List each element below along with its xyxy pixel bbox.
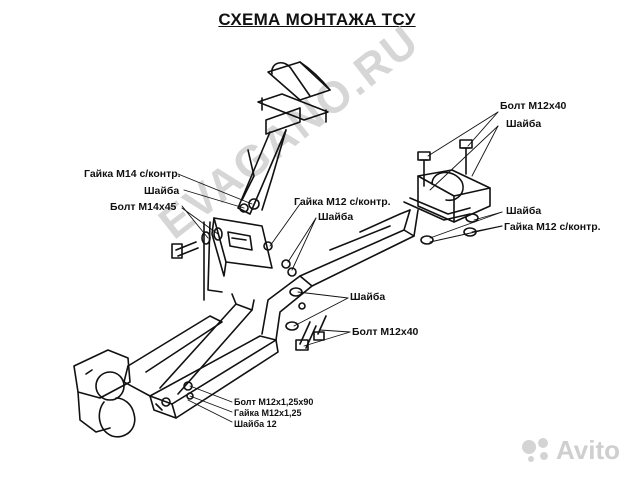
label-bolt-m12x125x90: Болт М12х1,25х90 xyxy=(234,397,314,407)
mount-plate xyxy=(203,217,273,301)
label-nut-m14: Гайка М14 с/контр. xyxy=(84,168,181,180)
avito-logo: Avito xyxy=(521,435,620,466)
upper-left-bracket xyxy=(237,61,331,215)
crossbar xyxy=(123,293,279,419)
label-washer-mid: Шайба xyxy=(318,211,354,223)
label-bolt-m14x45: Болт М14х45 xyxy=(110,201,177,213)
diagram-title: СХЕМА МОНТАЖА ТСУ xyxy=(218,10,416,29)
label-washer-left: Шайба xyxy=(144,185,180,197)
label-washer-lower: Шайба xyxy=(350,291,386,303)
leader-lines xyxy=(177,111,503,423)
label-nut-m12-right: Гайка М12 с/контр. xyxy=(504,221,601,233)
label-washer-top: Шайба xyxy=(506,118,542,130)
avito-dots-icon xyxy=(521,437,552,464)
label-nut-m12-mid: Гайка М12 с/контр. xyxy=(294,196,391,208)
avito-logo-text: Avito xyxy=(555,435,620,465)
main-beam xyxy=(261,209,419,341)
label-bolt-m12x40-top: Болт М12х40 xyxy=(500,100,567,112)
label-washer-right: Шайба xyxy=(506,205,542,217)
label-washer-12: Шайба 12 xyxy=(234,419,277,429)
tow-ball xyxy=(73,349,136,438)
label-nut-m12x125: Гайка М12х1,25 xyxy=(234,408,302,418)
fasteners xyxy=(161,139,479,407)
right-bracket xyxy=(403,169,491,223)
label-bolt-m12x40-lower: Болт М12х40 xyxy=(352,326,419,338)
